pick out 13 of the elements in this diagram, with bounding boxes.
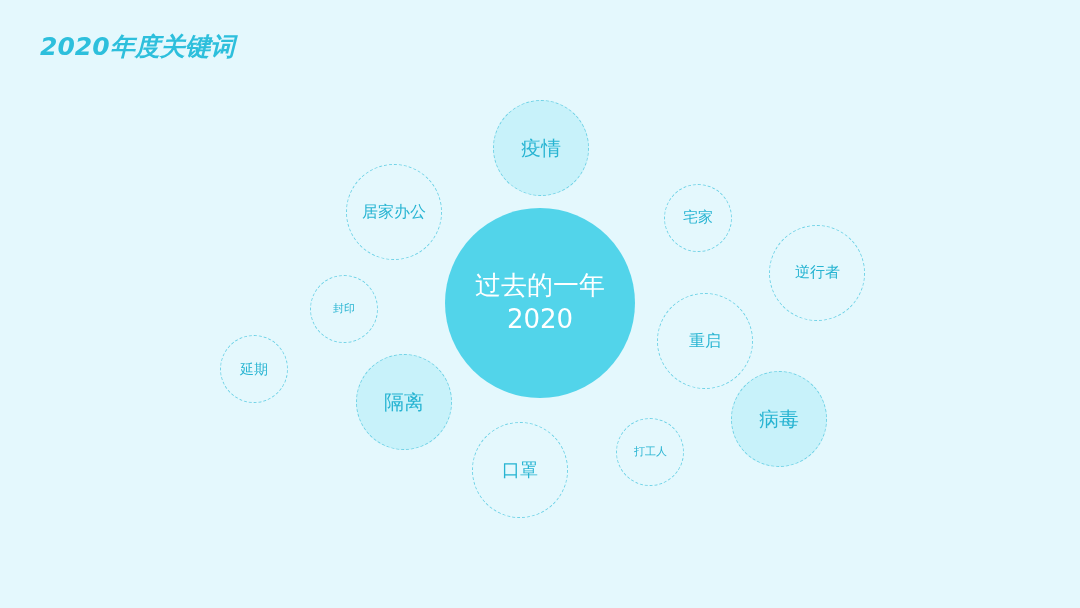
- keyword-text: 口罩: [502, 458, 538, 482]
- keyword-text: 延期: [240, 359, 268, 379]
- keyword-text: 病毒: [759, 406, 799, 432]
- keyword-text: 2020: [506, 303, 574, 336]
- keyword-text: 打工人: [633, 444, 667, 460]
- keyword-text: 居家办公: [362, 201, 426, 223]
- keyword-text: 逆行者: [794, 263, 840, 283]
- keyword-text: 疫情: [521, 135, 561, 161]
- keyword-text: 宅家: [683, 208, 713, 228]
- keyword-text: 重启: [689, 330, 721, 352]
- keyword-text: 过去的一年: [475, 269, 605, 303]
- keyword-text: 隔离: [384, 389, 424, 415]
- keyword-text: 封印: [333, 301, 355, 317]
